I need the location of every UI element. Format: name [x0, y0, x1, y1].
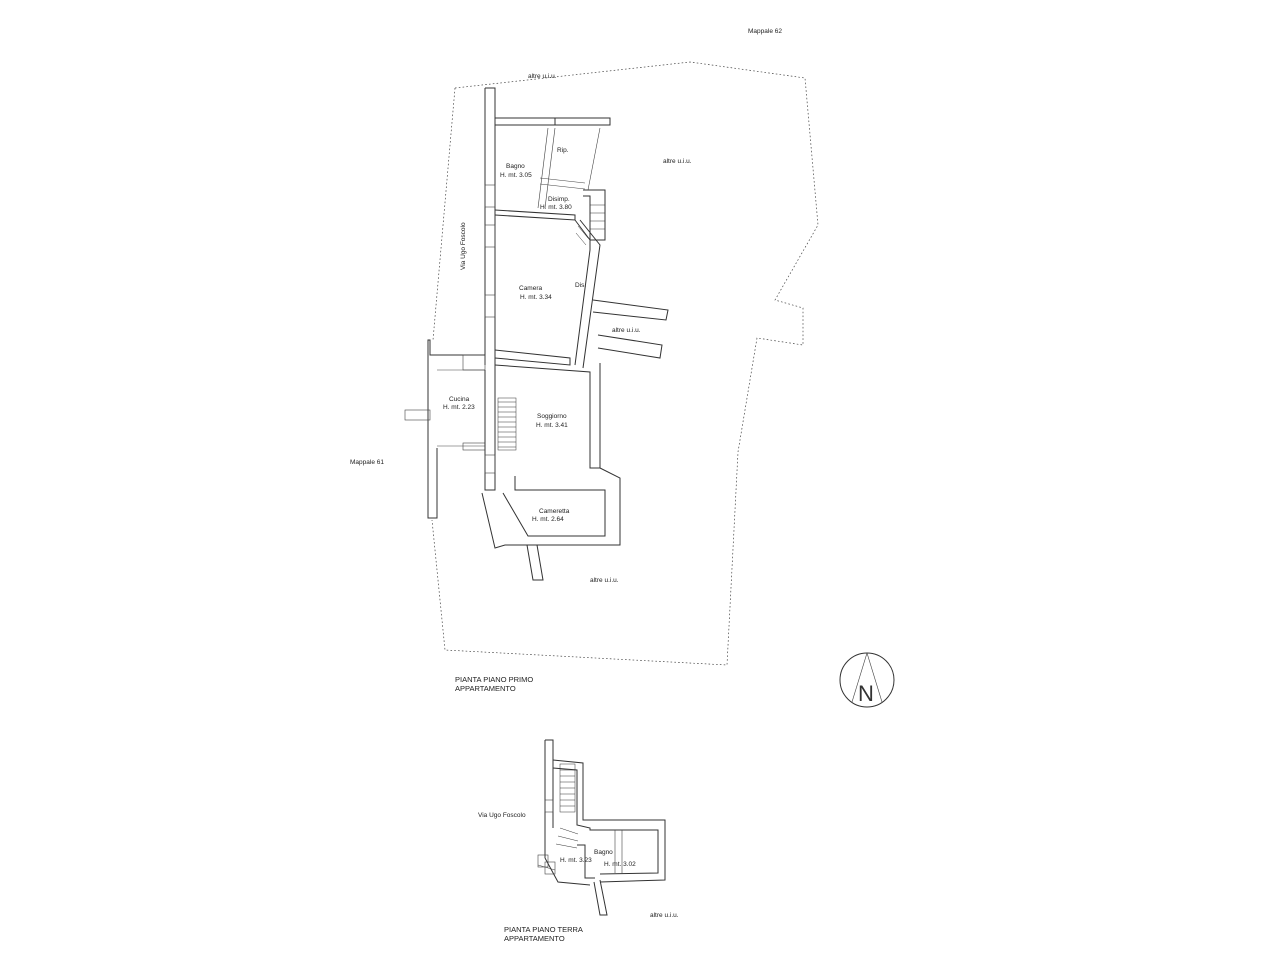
room-cameretta-height: H. mt. 2.64	[532, 516, 564, 523]
room-disimp-name: Disimp.	[548, 196, 570, 203]
room-cucina-height: H. mt. 2.23	[443, 404, 475, 411]
room-cameretta-name: Cameretta	[539, 508, 570, 515]
first-floor-plan: Mappale 62 Mappale 61 altre u.i.u. altre…	[350, 28, 819, 693]
north-arrow-label: N	[858, 681, 874, 706]
street-label-first-floor: Via Ugo Foscolo	[460, 222, 467, 270]
building-walls	[404, 87, 669, 581]
room-disimp-height: H. mt. 3.80	[540, 204, 572, 211]
room-camera-height: H. mt. 3.34	[520, 294, 552, 301]
room-bagno-height: H. mt. 3.05	[500, 172, 532, 179]
room-dis-name: Dis.	[575, 282, 586, 289]
room-cucina-name: Cucina	[449, 396, 470, 403]
ground-floor-plan: Via Ugo Foscolo altre u.i.u. H. mt. 3.23…	[478, 739, 679, 943]
altre-uiu-mid-label: altre u.i.u.	[612, 327, 641, 334]
room-camera-name: Camera	[519, 285, 543, 292]
soggiorno-staircase	[497, 397, 517, 451]
north-arrow: N	[839, 652, 895, 708]
ground-floor-staircase	[555, 763, 579, 849]
ground-floor-title-line2: APPARTAMENTO	[504, 934, 565, 943]
room-soggiorno-height: H. mt. 3.41	[536, 422, 568, 429]
street-label-ground-floor: Via Ugo Foscolo	[478, 812, 526, 819]
property-boundary	[431, 61, 819, 666]
altre-uiu-ground-label: altre u.i.u.	[650, 912, 679, 919]
ground-room-bagno-height: H. mt. 3.02	[604, 861, 636, 868]
mappale-61-label: Mappale 61	[350, 459, 384, 466]
ground-floor-walls	[537, 739, 666, 916]
ground-floor-title-line1: PIANTA PIANO TERRA	[504, 925, 583, 934]
altre-uiu-top-label: altre u.i.u.	[528, 73, 557, 80]
first-floor-title-line1: PIANTA PIANO PRIMO	[455, 675, 533, 684]
mappale-62-label: Mappale 62	[748, 28, 782, 35]
ground-room-bagno-name: Bagno	[594, 849, 613, 856]
altre-uiu-right-label: altre u.i.u.	[663, 158, 692, 165]
disimpegno-staircase	[575, 204, 605, 246]
street-boundary	[432, 87, 456, 341]
ground-ingresso-height: H. mt. 3.23	[560, 857, 592, 864]
first-floor-title-line2: APPARTAMENTO	[455, 684, 516, 693]
room-soggiorno-name: Soggiorno	[537, 413, 567, 420]
altre-uiu-bottom-label: altre u.i.u.	[590, 577, 619, 584]
room-bagno-name: Bagno	[506, 163, 525, 170]
room-rip-name: Rip.	[557, 147, 569, 154]
